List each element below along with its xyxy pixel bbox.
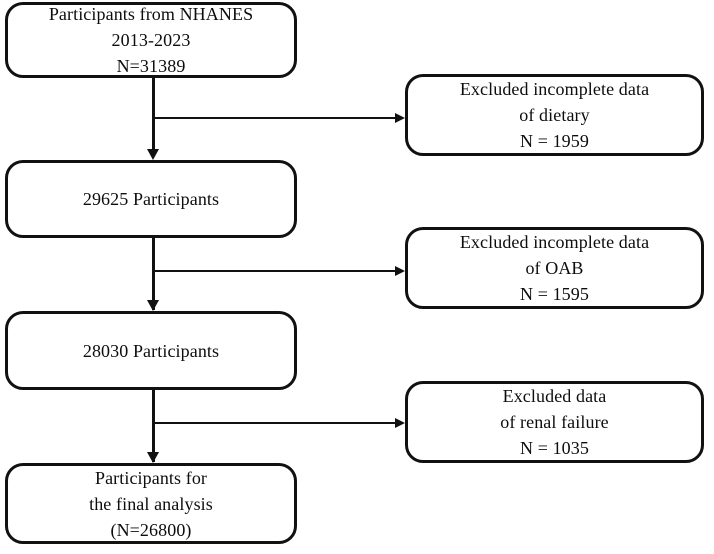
connector-horizontal-1 [153, 117, 397, 119]
connector-arrowhead-down-2 [147, 300, 159, 311]
node-source-population-label: Participants from NHANES 2013-2023 N=313… [48, 4, 254, 76]
connector-arrowhead-right-2 [395, 266, 405, 276]
node-excluded-oab: Excluded incomplete data of OAB N = 1595 [405, 227, 704, 309]
connector-arrowhead-right-1 [395, 113, 405, 123]
connector-horizontal-3 [153, 422, 397, 424]
node-after-oab-exclusion: 28030 Participants [5, 311, 297, 390]
connector-arrowhead-right-3 [395, 418, 405, 428]
node-final-analysis: Participants for the final analysis (N=2… [5, 463, 297, 544]
connector-arrowhead-down-3 [147, 452, 159, 463]
connector-vertical-3 [152, 388, 155, 462]
node-final-analysis-label: Participants for the final analysis (N=2… [89, 467, 213, 540]
node-excluded-dietary-label: Excluded incomplete data of dietary N = … [459, 79, 650, 151]
connector-vertical-1 [152, 76, 155, 150]
node-after-oab-exclusion-label: 28030 Participants [82, 340, 220, 361]
node-source-population: Participants from NHANES 2013-2023 N=313… [5, 2, 297, 78]
node-after-dietary-exclusion-label: 29625 Participants [82, 189, 220, 209]
connector-vertical-2 [152, 236, 155, 310]
connector-arrowhead-down-1 [147, 149, 159, 160]
node-excluded-dietary: Excluded incomplete data of dietary N = … [405, 74, 704, 156]
node-excluded-renal-failure-label: Excluded data of renal failure N = 1035 [500, 386, 609, 458]
node-excluded-oab-label: Excluded incomplete data of OAB N = 1595 [459, 232, 650, 304]
node-excluded-renal-failure: Excluded data of renal failure N = 1035 [405, 381, 704, 463]
connector-horizontal-2 [153, 270, 397, 272]
node-after-dietary-exclusion: 29625 Participants [5, 160, 297, 238]
